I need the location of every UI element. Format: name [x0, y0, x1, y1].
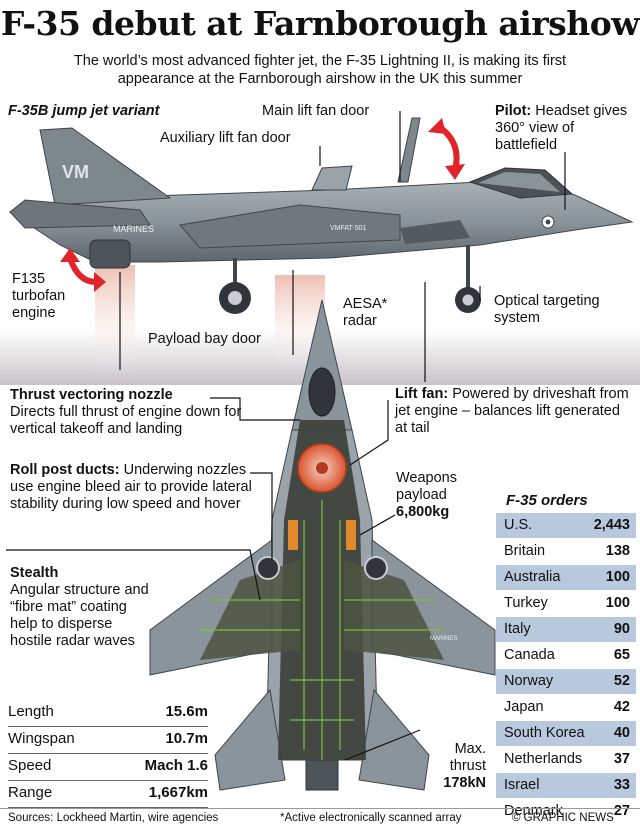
- roll-desc: Underwing nozzles use engine bleed air t…: [10, 462, 252, 512]
- orders-country: Japan: [504, 699, 544, 715]
- thrust-vectoring-callout: Thrust vectoring nozzle Directs full thr…: [10, 387, 275, 438]
- orders-row: Japan 42: [496, 695, 636, 720]
- orders-count: 42: [613, 699, 630, 715]
- footnote-text: *Active electronically scanned array: [280, 812, 462, 824]
- orders-heading: F-35 orders: [506, 492, 588, 509]
- stealth-desc: Angular structure and “fibre mat” coatin…: [10, 582, 149, 649]
- spec-row: Range 1,667km: [8, 781, 208, 808]
- sources-text: Sources: Lockheed Martin, wire agencies: [8, 812, 219, 824]
- weapons-label: Weapons payload: [396, 470, 457, 503]
- weapons-value: 6,800kg: [396, 504, 450, 520]
- orders-country: Israel: [504, 777, 540, 793]
- orders-row: Norway 52: [496, 669, 636, 694]
- page-subtitle: The world’s most advanced fighter jet, t…: [73, 53, 567, 87]
- spec-label: Wingspan: [8, 730, 75, 747]
- aesa-label: AESA* radar: [343, 296, 388, 329]
- orders-country: Norway: [504, 673, 554, 689]
- orders-country: Netherlands: [504, 751, 583, 767]
- pilot-desc: Headset gives 360° view of battlefield: [495, 103, 628, 153]
- orders-country: Italy: [504, 621, 531, 637]
- page-title: F-35 debut at Farnborough airshow: [0, 4, 640, 43]
- engine-label: F135 turbofan engine: [12, 271, 66, 321]
- variant-label: F-35B jump jet variant: [8, 103, 160, 119]
- orders-row: Italy 90: [496, 617, 636, 642]
- lift-title: Lift fan:: [395, 386, 449, 402]
- orders-country: U.S.: [504, 517, 533, 533]
- orders-count: 100: [605, 569, 630, 585]
- main-lift-fan-door-label: Main lift fan door: [262, 103, 370, 119]
- payload-bay-door-label: Payload bay door: [148, 331, 261, 347]
- orders-row: Netherlands 37: [496, 747, 636, 772]
- orders-count: 100: [605, 595, 630, 611]
- lift-fan-callout: Lift fan: Powered by driveshaft from jet…: [395, 386, 635, 437]
- orders-row: Denmark 27: [496, 799, 636, 824]
- pilot-title: Pilot:: [495, 103, 532, 119]
- spec-row: Length 15.6m: [8, 700, 208, 727]
- tail-code-marking: VMFAT-501: [330, 225, 367, 232]
- stealth-callout: Stealth Angular structure and “fibre mat…: [10, 565, 150, 650]
- max-thrust-value: 178kN: [443, 775, 486, 791]
- thrust-desc: Directs full thrust of engine down for v…: [10, 404, 242, 437]
- orders-country: Australia: [504, 569, 561, 585]
- orders-country: South Korea: [504, 725, 585, 741]
- spec-row: Wingspan 10.7m: [8, 727, 208, 754]
- footer: Sources: Lockheed Martin, wire agencies …: [0, 808, 640, 834]
- optical-targeting-label: Optical targeting system: [494, 293, 600, 326]
- side-marines-marking: MARINES: [113, 224, 154, 234]
- pilot-label: Pilot: Headset gives 360° view of battle…: [495, 103, 635, 154]
- orders-country: Turkey: [504, 595, 548, 611]
- orders-country: Britain: [504, 543, 546, 559]
- orders-count: 40: [613, 725, 630, 741]
- stealth-title: Stealth: [10, 565, 59, 581]
- orders-row: Israel 33: [496, 773, 636, 798]
- roll-post-callout: Roll post ducts: Underwing nozzles use e…: [10, 462, 260, 513]
- orders-row: Britain 138: [496, 539, 636, 564]
- orders-row: Canada 65: [496, 643, 636, 668]
- spec-value: 10.7m: [165, 730, 208, 747]
- orders-row: Turkey 100: [496, 591, 636, 616]
- spec-label: Range: [8, 784, 53, 801]
- weapons-callout: Weapons payload 6,800kg: [396, 470, 486, 521]
- orders-count: 138: [605, 543, 630, 559]
- side-view-jet: [8, 117, 634, 314]
- orders-row: South Korea 40: [496, 721, 636, 746]
- wing-marines-marking: MARINES: [430, 636, 457, 642]
- tail-letters-marking: VM: [62, 162, 89, 182]
- spec-label: Length: [8, 703, 54, 720]
- spec-row: Speed Mach 1.6: [8, 754, 208, 781]
- orders-count: 52: [613, 673, 630, 689]
- cutaway-leader-lines: [6, 397, 421, 761]
- max-thrust-label: Max. thrust: [449, 741, 486, 774]
- thrust-title: Thrust vectoring nozzle: [10, 387, 173, 403]
- orders-row: Australia 100: [496, 565, 636, 590]
- spec-label: Speed: [8, 757, 52, 774]
- roll-title: Roll post ducts:: [10, 462, 120, 478]
- credit-text: © GRAPHIC NEWS: [512, 812, 614, 824]
- orders-count: 37: [613, 751, 630, 767]
- orders-count: 2,443: [593, 517, 630, 533]
- spec-value: 15.6m: [165, 703, 208, 720]
- orders-count: 27: [613, 803, 630, 819]
- orders-country: Canada: [504, 647, 555, 663]
- lift-desc: Powered by driveshaft from jet engine – …: [395, 386, 629, 436]
- max-thrust-callout: Max. thrust 178kN: [424, 741, 486, 792]
- spec-value: Mach 1.6: [144, 757, 208, 774]
- spec-value: 1,667km: [148, 784, 208, 801]
- orders-row: U.S. 2,443: [496, 513, 636, 538]
- orders-count: 65: [613, 647, 630, 663]
- orders-country: Denmark: [504, 803, 563, 819]
- orders-count: 33: [613, 777, 630, 793]
- aux-lift-fan-door-label: Auxiliary lift fan door: [160, 130, 291, 146]
- orders-count: 90: [613, 621, 630, 637]
- side-leader-lines: [119, 111, 566, 382]
- aircraft-illustration: MARINES VMFAT-501 VM: [0, 111, 640, 791]
